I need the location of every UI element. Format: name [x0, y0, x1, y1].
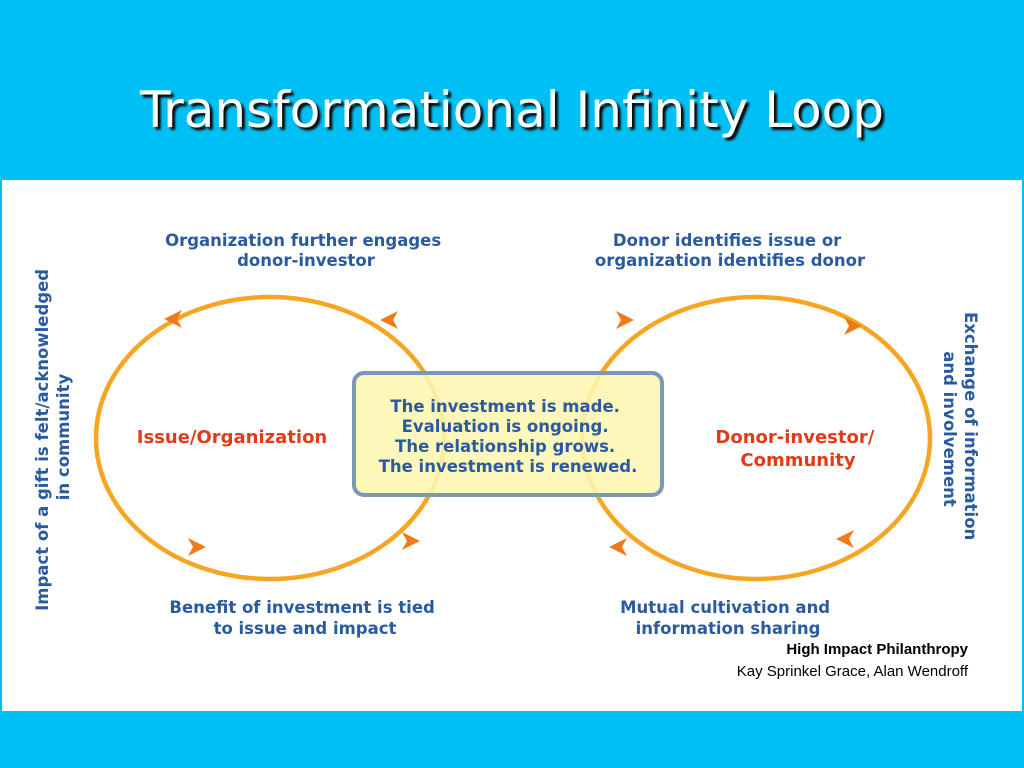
bottom-left-label-line2: to issue and impact	[214, 619, 397, 638]
center-line-4: The investment is renewed.	[379, 457, 638, 476]
top-right-label-line2: organization identifies donor	[595, 251, 866, 270]
center-line-1: The investment is made.	[390, 397, 620, 416]
arrow-right-top	[844, 317, 862, 335]
left-side-label-line2: in community	[54, 374, 73, 501]
loop-arrows	[164, 310, 862, 556]
bottom-left-label: Benefit of investment is tied to issue a…	[169, 598, 440, 638]
center-box	[352, 371, 664, 497]
top-right-label: Donor identifies issue or organization i…	[595, 231, 866, 270]
right-side-label-line2: and involvement	[940, 351, 959, 507]
right-node-label: Donor-investor/ Community	[715, 427, 880, 471]
bottom-right-label-line1: Mutual cultivation and	[620, 598, 830, 617]
top-right-label-line1: Donor identifies issue or	[613, 231, 842, 250]
left-side-label: Impact of a gift is felt/acknowledged in…	[33, 263, 73, 611]
top-left-label: Organization further engages donor-inves…	[165, 231, 447, 270]
arrow-left-bottom	[188, 538, 206, 556]
arrow-right-upper-left	[616, 311, 634, 329]
arrow-left-lower-right	[402, 532, 420, 550]
arrow-left-upper-right	[380, 311, 398, 329]
center-box-text: The investment is made. Evaluation is on…	[379, 397, 638, 476]
right-node-line2: Community	[740, 450, 855, 471]
right-side-label: Exchange of information and involvement	[940, 312, 980, 546]
arrow-left-top	[164, 310, 182, 328]
bottom-right-label: Mutual cultivation and information shari…	[620, 598, 836, 638]
right-node-line1: Donor-investor/	[715, 427, 874, 448]
left-side-label-line1: Impact of a gift is felt/acknowledged	[33, 269, 52, 611]
left-node-label: Issue/Organization	[137, 427, 328, 448]
center-line-2: Evaluation is ongoing.	[402, 417, 609, 436]
top-left-label-line1: Organization further engages	[165, 231, 441, 250]
source-authors: Kay Sprinkel Grace, Alan Wendroff	[736, 663, 968, 680]
infinity-loop-diagram: Organization further engages donor-inves…	[33, 231, 980, 638]
center-line-3: The relationship grows.	[395, 437, 615, 456]
diagram-panel: Organization further engages donor-inves…	[2, 180, 1022, 711]
bottom-right-label-line2: information sharing	[636, 619, 821, 638]
source-title: High Impact Philanthropy	[786, 641, 968, 658]
arrow-right-lower-left	[609, 538, 627, 556]
right-side-label-line1: Exchange of information	[961, 312, 980, 540]
slide-title: Transformational Infinity Loop	[139, 81, 885, 139]
top-left-label-line2: donor-investor	[237, 251, 376, 270]
arrow-right-bottom	[836, 530, 854, 548]
bottom-left-label-line1: Benefit of investment is tied	[169, 598, 434, 617]
